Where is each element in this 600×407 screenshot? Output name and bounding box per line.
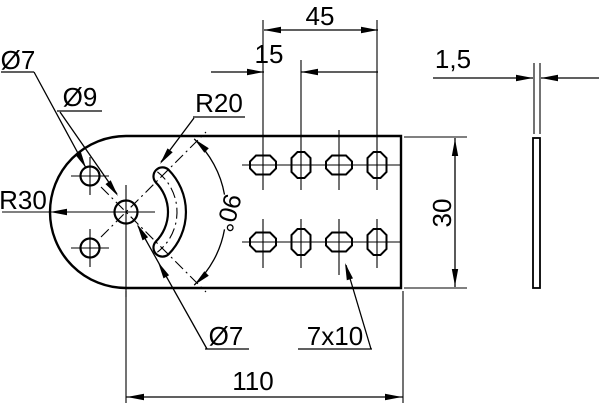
slot-r1c2 — [290, 151, 312, 179]
arrowhead-45-left — [264, 26, 281, 34]
hole-bottomleft-d7 — [79, 237, 101, 259]
slot-r1c3 — [325, 154, 353, 176]
label-dim110: 110 — [232, 366, 273, 396]
arrowhead-d7-top — [75, 151, 86, 168]
label-d7-top: Ø7 — [1, 45, 36, 75]
label-thickness: 1,5 — [435, 44, 471, 74]
arrowhead-110-left — [127, 393, 144, 401]
arrowhead-30-bottom — [451, 269, 459, 286]
arrowhead-thickness-left — [516, 74, 533, 82]
label-dim45: 45 — [306, 1, 335, 31]
slot-r1c1 — [249, 154, 277, 176]
arrowhead-45-right — [361, 26, 378, 34]
arrowhead-d9 — [105, 180, 118, 196]
arrowhead-angle-top — [194, 138, 209, 153]
label-r20: R20 — [195, 88, 243, 118]
slot-r2c2 — [290, 228, 312, 256]
arrowhead-110-right — [385, 393, 402, 401]
arrowhead-angle-bottom — [194, 271, 209, 286]
arrowhead-7x10 — [345, 263, 353, 281]
label-7x10: 7x10 — [307, 321, 363, 351]
leader-d7-top — [33, 71, 87, 169]
arrowhead-30-top — [451, 139, 459, 156]
label-r30: R30 — [0, 185, 47, 215]
slot-r2c1 — [249, 231, 277, 253]
label-dim30: 30 — [427, 199, 457, 228]
label-d9: Ø9 — [63, 82, 98, 112]
label-d7-slot: Ø7 — [209, 321, 244, 351]
leader-d9 — [59, 111, 118, 195]
arrowhead-15-left — [247, 68, 264, 76]
arc-slot — [152, 166, 187, 258]
arrowhead-r30 — [50, 208, 67, 216]
slot-r2c4 — [366, 228, 388, 256]
arrowhead-thickness-right — [541, 74, 558, 82]
arrowhead-d7-slot-inner — [137, 224, 149, 241]
arrowhead-15-right — [301, 68, 318, 76]
slot-r1c4 — [366, 151, 388, 179]
hole-center-d9 — [113, 199, 139, 225]
hole-topleft-d7 — [79, 165, 101, 187]
slot-r2c3 — [325, 231, 353, 253]
side-view-plate — [532, 137, 541, 289]
slot-arc-centerline — [157, 171, 178, 253]
plate-outline — [48, 134, 403, 290]
leader-d7-slot — [137, 225, 208, 350]
arrowhead-r20 — [160, 148, 173, 164]
arrowhead-d7-slot-outer — [158, 262, 170, 279]
label-dim15: 15 — [255, 39, 284, 69]
